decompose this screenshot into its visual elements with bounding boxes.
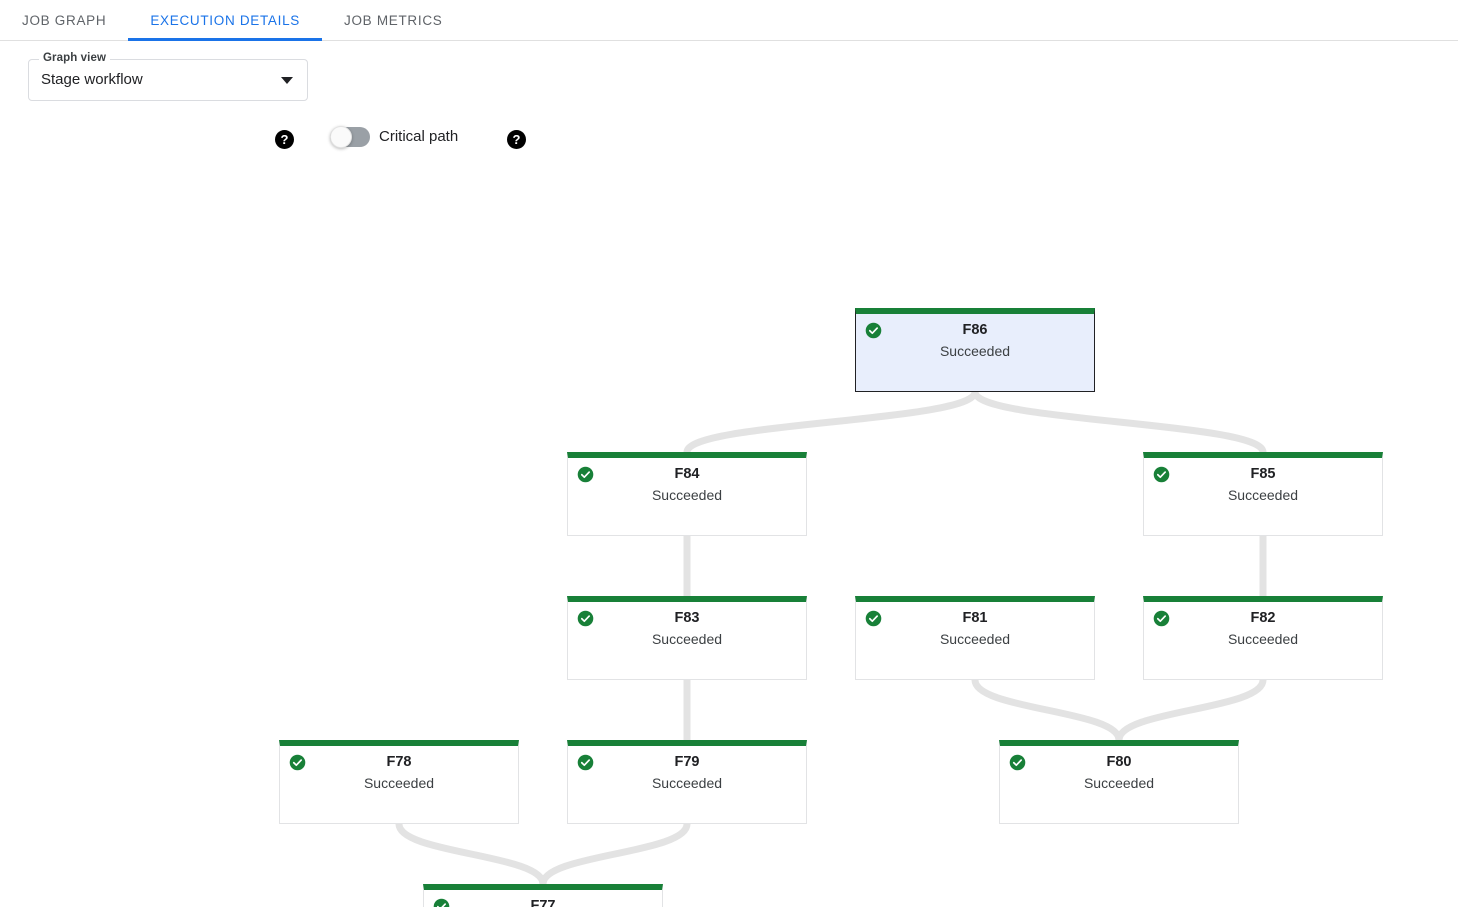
node-status: Succeeded [939, 631, 1011, 647]
check-circle-icon [433, 898, 450, 907]
node-title: F84 [674, 466, 700, 482]
node-status: Succeeded [651, 775, 723, 791]
node-status: Succeeded [1083, 775, 1155, 791]
check-circle-icon [865, 610, 882, 627]
node-title: F85 [1250, 466, 1276, 482]
graph-node-f77[interactable]: F77Succeeded [423, 884, 663, 907]
node-title: F79 [674, 754, 700, 770]
graph-view-value: Stage workflow [41, 71, 143, 88]
node-status: Succeeded [651, 487, 723, 503]
check-circle-icon [577, 466, 594, 483]
node-status: Succeeded [651, 631, 723, 647]
node-title: F86 [962, 322, 988, 338]
toggle-thumb [330, 126, 352, 148]
node-title: F78 [386, 754, 412, 770]
critical-path-label: Critical path [379, 128, 459, 145]
node-status: Succeeded [1227, 631, 1299, 647]
node-status: Succeeded [939, 343, 1011, 359]
chevron-down-icon [281, 77, 293, 84]
tab-label: EXECUTION DETAILS [150, 12, 301, 28]
check-circle-icon [289, 754, 306, 771]
graph-view-select[interactable]: Graph view Stage workflow [28, 52, 308, 101]
node-title: F83 [674, 610, 700, 626]
node-title: F82 [1250, 610, 1276, 626]
graph-edge-f79-f77 [539, 820, 691, 888]
tab-execution-details[interactable]: EXECUTION DETAILS [128, 0, 322, 41]
node-status: Succeeded [1227, 487, 1299, 503]
help-icon[interactable]: ? [275, 130, 294, 149]
check-circle-icon [577, 754, 594, 771]
node-title: F77 [530, 898, 556, 907]
check-circle-icon [865, 322, 882, 339]
toolbar: Graph view Stage workflow ? Critical pat… [0, 41, 1458, 149]
check-circle-icon [1153, 466, 1170, 483]
node-title: F80 [1106, 754, 1132, 770]
graph-view-label: Graph view [39, 52, 110, 64]
node-status: Succeeded [363, 775, 435, 791]
graph-edge-f86-f85 [971, 388, 1267, 456]
tab-label: JOB METRICS [344, 12, 443, 28]
check-circle-icon [1009, 754, 1026, 771]
graph-edge-f81-f80 [971, 676, 1123, 744]
tab-label: JOB GRAPH [22, 12, 107, 28]
tab-bar: JOB GRAPH EXECUTION DETAILS JOB METRICS [0, 0, 1458, 41]
node-title: F81 [962, 610, 988, 626]
graph-edge-f82-f80 [1115, 676, 1267, 744]
critical-path-toggle[interactable] [330, 126, 370, 148]
graph-edge-f78-f77 [395, 820, 547, 888]
tab-job-metrics[interactable]: JOB METRICS [322, 0, 464, 40]
help-icon[interactable]: ? [507, 130, 526, 149]
graph-edge-f86-f84 [683, 388, 979, 456]
tab-job-graph[interactable]: JOB GRAPH [0, 0, 128, 40]
check-circle-icon [577, 610, 594, 627]
check-circle-icon [1153, 610, 1170, 627]
